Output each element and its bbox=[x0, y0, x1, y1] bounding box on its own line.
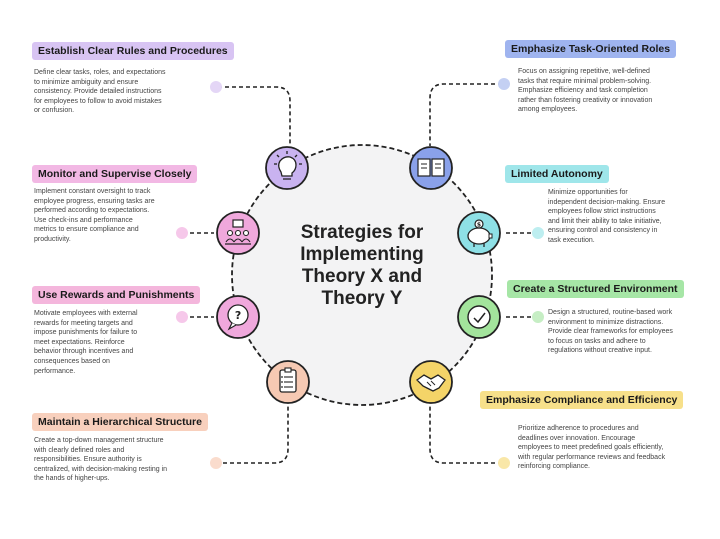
dot-right-4 bbox=[498, 457, 510, 469]
dot-right-1 bbox=[498, 78, 510, 90]
desc-line: task execution. bbox=[548, 236, 595, 244]
desc-establish-clear-rules: Define clear tasks, roles, and expectati… bbox=[34, 68, 214, 116]
desc-line: regulations without creative input. bbox=[548, 347, 652, 355]
lightbulb-icon bbox=[265, 146, 309, 190]
svg-text:?: ? bbox=[235, 309, 241, 322]
clock-icon bbox=[457, 295, 501, 339]
desc-line: Minimize opportunities for bbox=[548, 189, 628, 196]
desc-structured-environment: Design a structured, routine-based work … bbox=[548, 308, 708, 356]
desc-line: productivity. bbox=[34, 235, 71, 243]
connector-dots bbox=[176, 78, 544, 469]
desc-line: Provide clear frameworks for employees bbox=[548, 328, 673, 336]
desc-limited-autonomy: Minimize opportunities for independent d… bbox=[548, 188, 708, 246]
dot-left-2 bbox=[176, 227, 188, 239]
desc-line: consistency. Provide detailed instructio… bbox=[34, 88, 162, 96]
desc-line: consequences based on bbox=[34, 357, 110, 365]
desc-line: impose punishments for failure to bbox=[34, 329, 138, 337]
desc-line: employee progress, ensuring tasks are bbox=[34, 197, 155, 205]
dot-left-4 bbox=[210, 457, 222, 469]
connector-right-1 bbox=[429, 83, 502, 146]
desc-rewards-punishments: Motivate employees with external rewards… bbox=[34, 309, 179, 376]
team-hierarchy-icon bbox=[216, 211, 260, 255]
desc-line: rewards for meeting targets and bbox=[34, 319, 133, 327]
dot-left-3 bbox=[176, 311, 188, 323]
desc-line: or confusion. bbox=[34, 107, 75, 115]
desc-line: ensuring control and consistency in bbox=[548, 227, 658, 235]
title-line-3: Theory X and bbox=[301, 266, 423, 287]
desc-line: Prioritize adherence to procedures and bbox=[518, 425, 639, 432]
desc-line: Motivate employees with external bbox=[34, 310, 138, 317]
heading-rewards-punishments: Use Rewards and Punishments bbox=[32, 286, 201, 304]
desc-line: tasks that require minimal problem-solvi… bbox=[518, 77, 652, 85]
heading-monitor-supervise: Monitor and Supervise Closely bbox=[32, 165, 198, 183]
heading-establish-clear-rules: Establish Clear Rules and Procedures bbox=[32, 42, 234, 60]
connector-left-1 bbox=[218, 86, 291, 146]
desc-line: rather than fostering creativity or inno… bbox=[518, 96, 653, 104]
heading-hierarchical-structure: Maintain a Hierarchical Structure bbox=[32, 413, 208, 431]
desc-line: deadlines over innovation. Encourage bbox=[518, 434, 636, 442]
desc-task-oriented-roles: Focus on assigning repetitive, well-defi… bbox=[518, 67, 698, 115]
question-bubble-icon: ? bbox=[216, 295, 260, 339]
desc-line: Focus on assigning repetitive, well-defi… bbox=[518, 68, 650, 75]
dot-left-1 bbox=[210, 81, 222, 93]
desc-compliance-efficiency: Prioritize adherence to procedures and d… bbox=[518, 424, 708, 472]
desc-line: employees to meet predefined goals effic… bbox=[518, 444, 664, 452]
desc-line: Implement constant oversight to track bbox=[34, 188, 151, 195]
desc-line: performance. bbox=[34, 367, 76, 375]
title-line-2: Implementing bbox=[300, 244, 424, 265]
desc-line: meet expectations. Reinforce bbox=[34, 338, 125, 346]
desc-line: metrics to ensure compliance and bbox=[34, 226, 139, 234]
handshake-icon bbox=[409, 360, 453, 404]
desc-line: Design a structured, routine-based work bbox=[548, 309, 673, 316]
heading-compliance-efficiency: Emphasize Compliance and Efficiency bbox=[480, 391, 684, 409]
desc-line: independent decision-making. Ensure bbox=[548, 198, 666, 206]
open-book-icon bbox=[409, 146, 453, 190]
desc-line: Use check-ins and performance bbox=[34, 216, 133, 224]
desc-line: among employees. bbox=[518, 106, 578, 114]
desc-line: employees follow strict instructions bbox=[548, 208, 656, 216]
desc-line: the hands of higher-ups. bbox=[34, 475, 110, 483]
desc-line: centralized, with decision-making restin… bbox=[34, 465, 168, 473]
connector-right-4 bbox=[429, 402, 502, 464]
desc-line: to focus on tasks and adhere to bbox=[548, 337, 646, 345]
dot-right-3 bbox=[532, 311, 544, 323]
desc-line: for employees to follow to avoid mistake… bbox=[34, 97, 162, 105]
center-circle bbox=[231, 144, 493, 406]
desc-line: reinforcing compliance. bbox=[518, 463, 590, 471]
desc-line: environment to minimize distractions. bbox=[548, 318, 664, 326]
desc-line: Emphasize efficiency and task completion bbox=[518, 87, 648, 95]
dot-right-2 bbox=[532, 227, 544, 239]
checklist-icon bbox=[266, 360, 310, 404]
desc-line: responsibilities. Ensure authority is bbox=[34, 456, 142, 464]
heading-limited-autonomy: Limited Autonomy bbox=[505, 165, 609, 183]
title-line-1: Strategies for bbox=[300, 222, 424, 243]
connector-lines bbox=[183, 83, 537, 464]
desc-line: performed according to expectations. bbox=[34, 207, 150, 215]
heading-structured-environment: Create a Structured Environment bbox=[507, 280, 684, 298]
center-title: Strategies for Implementing Theory X and… bbox=[262, 222, 462, 310]
desc-line: behavior through incentives and bbox=[34, 348, 134, 356]
desc-line: Define clear tasks, roles, and expectati… bbox=[34, 69, 166, 76]
desc-line: Create a top-down management structure bbox=[34, 437, 164, 444]
heading-task-oriented-roles: Emphasize Task-Oriented Roles bbox=[505, 40, 677, 58]
connector-left-4 bbox=[216, 402, 289, 464]
piggy-bank-icon: $ bbox=[457, 211, 501, 255]
title-line-4: Theory Y bbox=[321, 288, 403, 309]
desc-hierarchical-structure: Create a top-down management structure w… bbox=[34, 436, 214, 484]
desc-line: to minimize ambiguity and ensure bbox=[34, 78, 139, 86]
desc-line: with regular performance reviews and fee… bbox=[518, 453, 666, 461]
desc-line: and limit their ability to take initiati… bbox=[548, 217, 662, 225]
desc-line: with clearly defined roles and bbox=[34, 446, 125, 454]
desc-monitor-supervise: Implement constant oversight to track em… bbox=[34, 187, 184, 245]
svg-text:$: $ bbox=[477, 222, 481, 229]
